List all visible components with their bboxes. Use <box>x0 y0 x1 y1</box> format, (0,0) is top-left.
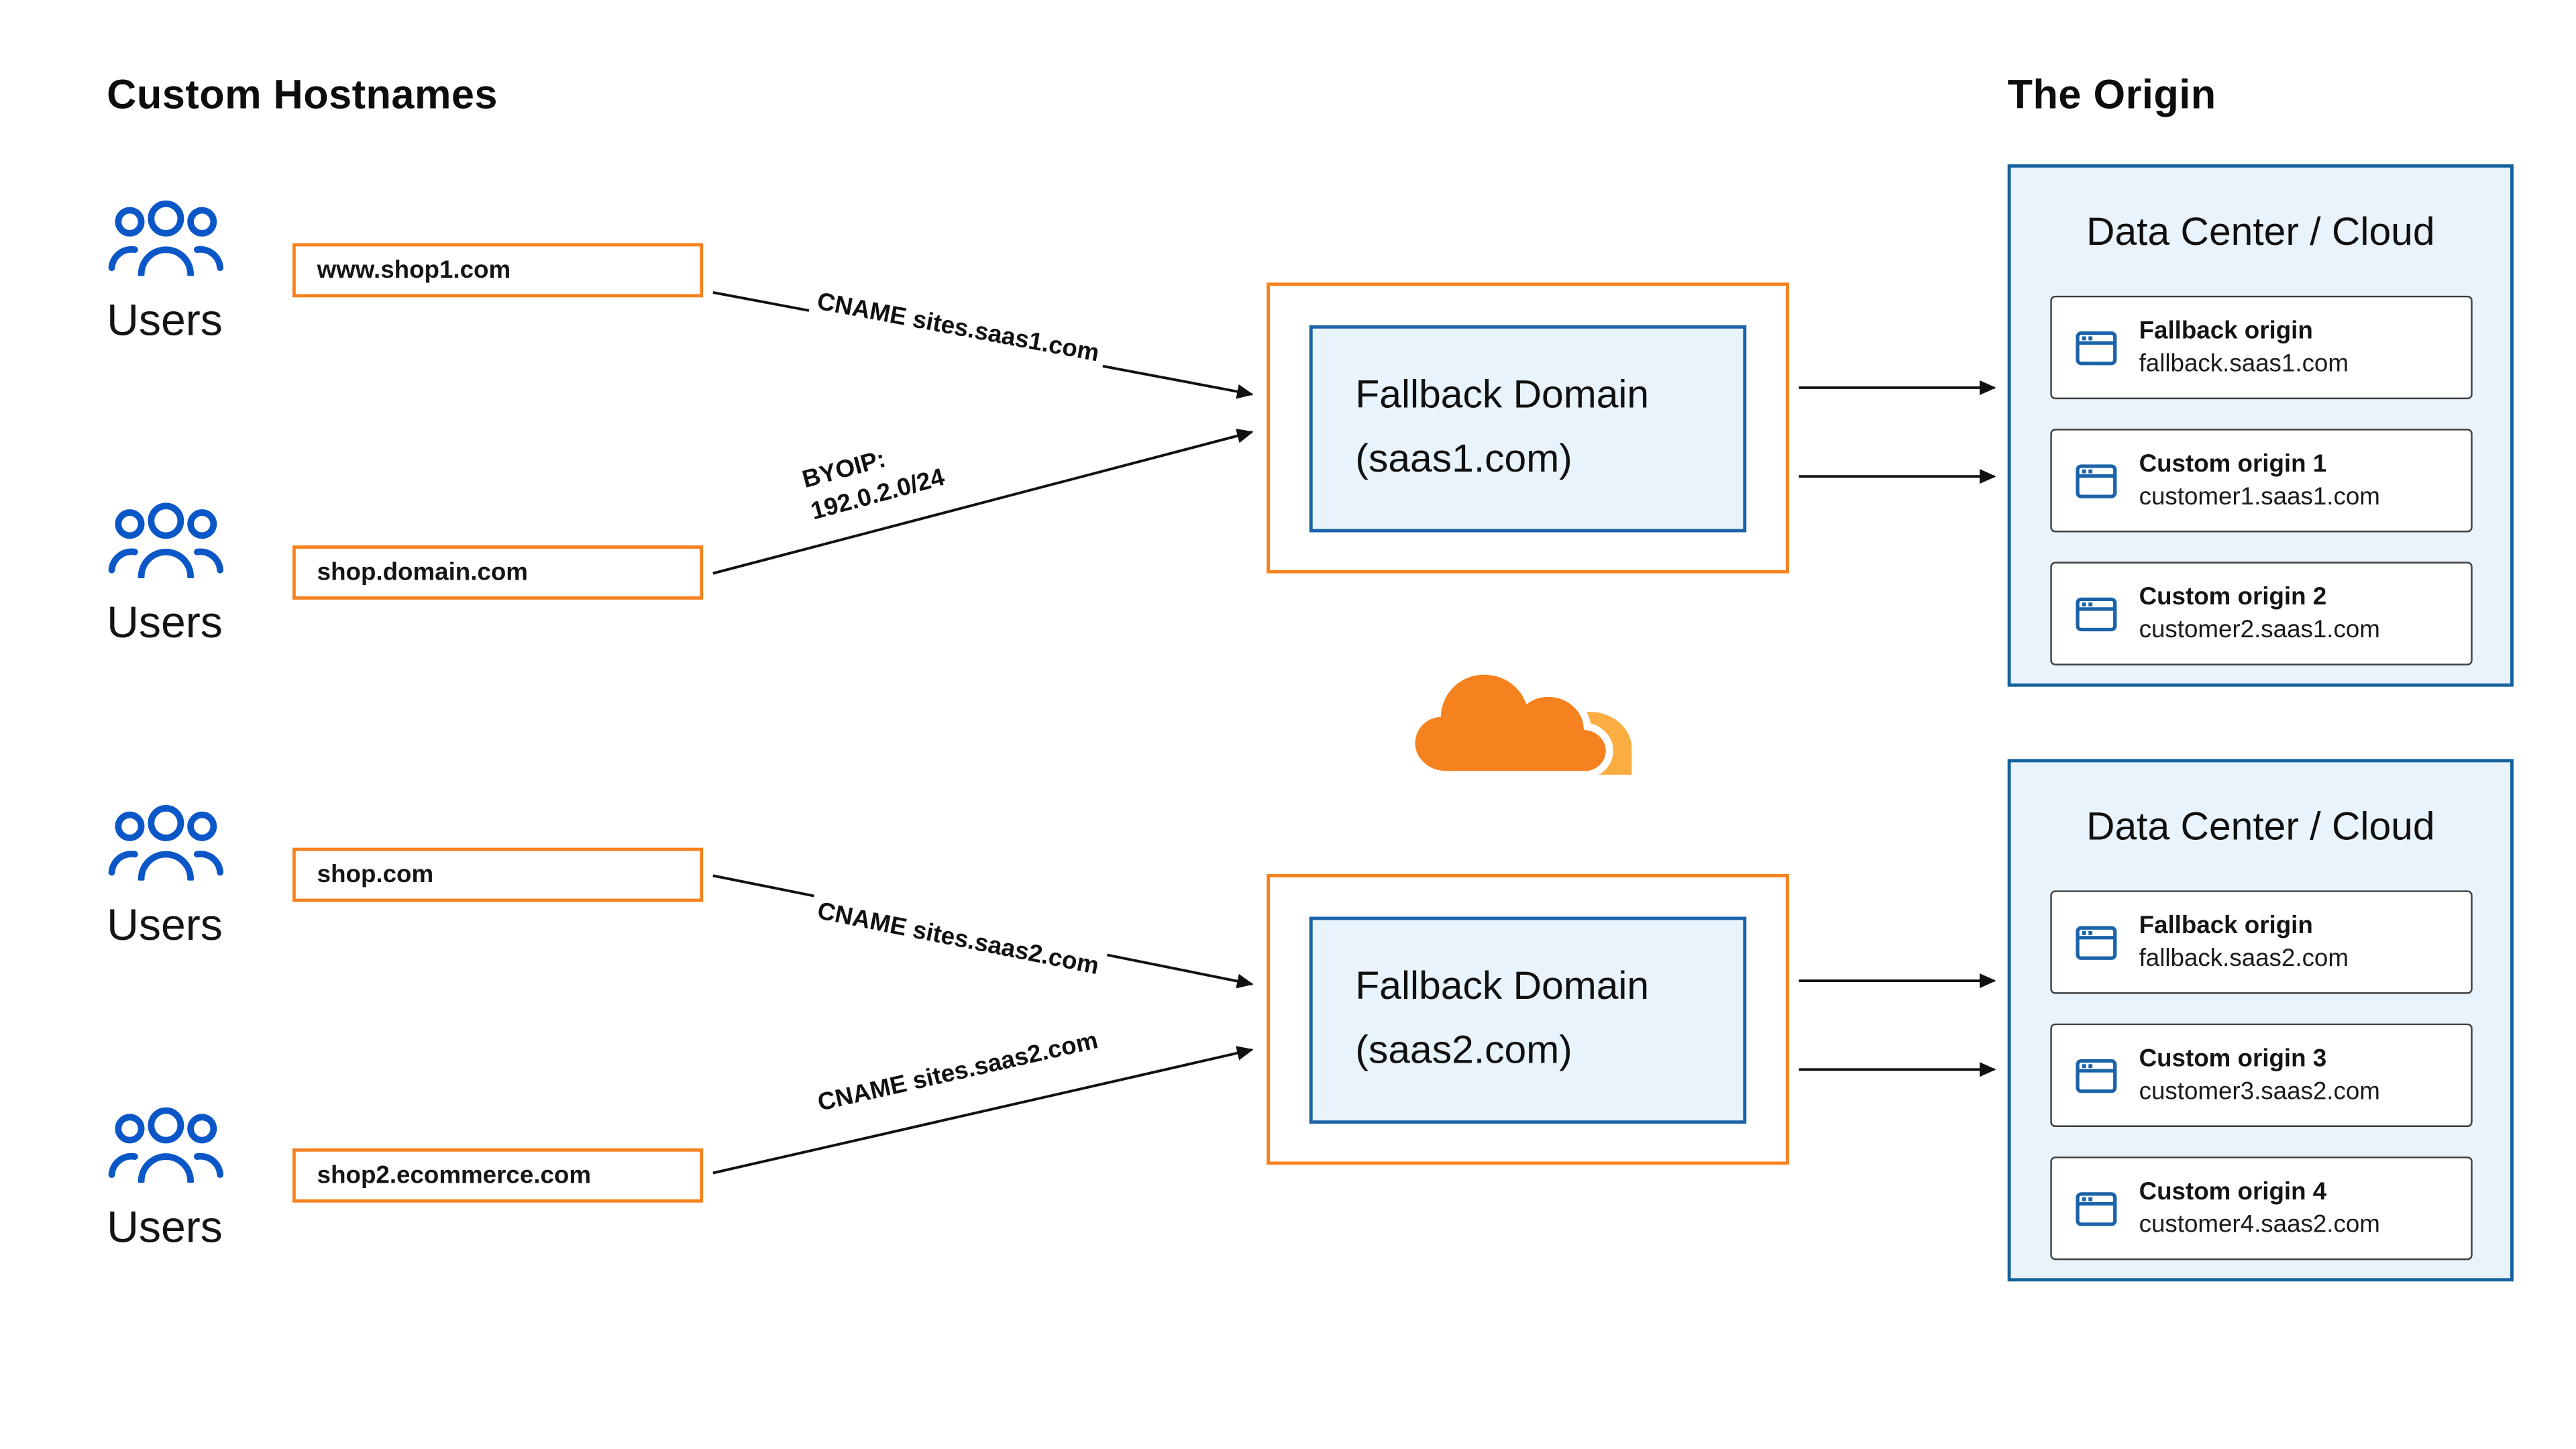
browser-window-icon <box>2076 464 2117 498</box>
origin-host: fallback.saas1.com <box>2139 350 2349 378</box>
section-title-the-origin: The Origin <box>2007 72 2216 119</box>
origin-name: Custom origin 4 <box>2139 1177 2327 1206</box>
origin-card: Fallback origin fallback.saas2.com <box>2050 890 2473 994</box>
origin-host: fallback.saas2.com <box>2139 945 2349 973</box>
browser-window-icon <box>2076 1191 2117 1226</box>
hostname-label: www.shop1.com <box>317 256 511 284</box>
users-label: Users <box>107 295 223 345</box>
fallback-domain-box-1: Fallback Domain (saas1.com) <box>1267 282 1789 574</box>
cloudflare-logo <box>1407 667 1643 779</box>
origin-host: customer2.saas1.com <box>2139 616 2380 645</box>
user-group-4: Users <box>107 1107 304 1254</box>
arrow-hostname4-to-fd2 <box>712 1046 1254 1175</box>
data-center-title: Data Center / Cloud <box>2086 210 2435 255</box>
users-label: Users <box>107 598 223 647</box>
fallback-domain-host: (saas2.com) <box>1355 1027 1572 1072</box>
hostname-box-1: www.shop1.com <box>292 243 704 298</box>
origin-name: Custom origin 3 <box>2139 1044 2327 1073</box>
fallback-domain-inner-1: Fallback Domain (saas1.com) <box>1309 324 1747 532</box>
data-center-2: Data Center / Cloud Fallback origin fall… <box>2007 759 2514 1282</box>
origin-host: customer4.saas2.com <box>2139 1210 2380 1239</box>
browser-window-icon <box>2076 596 2117 631</box>
cloudflare-cloud-icon <box>1407 667 1632 779</box>
origin-host: customer1.saas1.com <box>2139 483 2380 511</box>
origin-name: Custom origin 1 <box>2139 450 2327 478</box>
section-title-custom-hostnames: Custom Hostnames <box>107 72 498 119</box>
hostname-box-4: shop2.ecommerce.com <box>292 1148 704 1203</box>
user-group-2: Users <box>107 502 304 649</box>
users-icon <box>108 200 224 276</box>
user-group-1: Users <box>107 200 304 347</box>
hostname-label: shop2.ecommerce.com <box>317 1161 592 1190</box>
origin-card: Fallback origin fallback.saas1.com <box>2050 295 2473 400</box>
hostname-label: shop.domain.com <box>317 558 528 587</box>
origin-name: Fallback origin <box>2139 317 2313 345</box>
hostname-label: shop.com <box>317 861 434 889</box>
browser-window-icon <box>2076 1058 2117 1093</box>
browser-window-icon <box>2076 925 2117 959</box>
data-center-1: Data Center / Cloud Fallback origin fall… <box>2007 164 2514 687</box>
fallback-domain-inner-2: Fallback Domain (saas2.com) <box>1309 916 1747 1123</box>
browser-window-icon <box>2076 330 2117 365</box>
users-icon <box>108 1107 224 1183</box>
fallback-domain-host: (saas1.com) <box>1355 436 1572 481</box>
origin-name: Fallback origin <box>2139 912 2313 940</box>
origin-name: Custom origin 2 <box>2139 583 2327 612</box>
origin-card: Custom origin 1 customer1.saas1.com <box>2050 429 2473 533</box>
hostname-box-3: shop.com <box>292 847 704 902</box>
hostname-box-2: shop.domain.com <box>292 545 704 600</box>
origin-card: Custom origin 2 customer2.saas1.com <box>2050 561 2473 665</box>
users-icon <box>108 805 224 881</box>
data-center-title: Data Center / Cloud <box>2086 805 2435 850</box>
fallback-domain-name: Fallback Domain <box>1355 963 1650 1008</box>
arrow-hostname2-to-fd1 <box>712 429 1254 575</box>
origin-card: Custom origin 3 customer3.saas2.com <box>2050 1023 2473 1128</box>
user-group-3: Users <box>107 805 304 951</box>
users-icon <box>108 502 224 579</box>
fallback-domain-name: Fallback Domain <box>1355 372 1650 417</box>
users-label: Users <box>107 1202 223 1252</box>
origin-card: Custom origin 4 customer4.saas2.com <box>2050 1157 2473 1260</box>
fallback-domain-box-2: Fallback Domain (saas2.com) <box>1267 873 1789 1165</box>
origin-host: customer3.saas2.com <box>2139 1077 2380 1106</box>
users-label: Users <box>107 900 223 950</box>
